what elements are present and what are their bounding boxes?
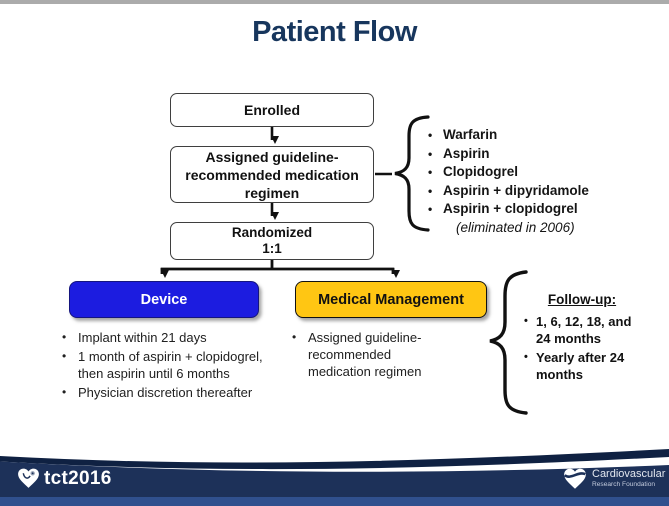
medication-item: • Clopidogrel xyxy=(428,163,589,182)
medication-note: (eliminated in 2006) xyxy=(456,219,575,235)
medical-bullet-text: Assigned guideline-recommended medicatio… xyxy=(308,330,422,379)
footer-main-band xyxy=(0,461,669,506)
medication-item: • Aspirin + dipyridamole xyxy=(428,182,589,201)
medical-bullet-list: • Assigned guideline-recommended medicat… xyxy=(292,329,462,382)
bullet-icon: • xyxy=(524,351,528,363)
randomized-box: Randomized 1:1 xyxy=(170,222,374,260)
followup-panel: Follow-up: • 1, 6, 12, 18, and 24 months… xyxy=(524,292,640,385)
tct-heart-icon xyxy=(18,468,39,488)
footer-ribbon-swoosh xyxy=(0,449,669,470)
bullet-icon: • xyxy=(62,330,67,344)
assigned-regimen-box: Assigned guideline-recommended medicatio… xyxy=(170,146,374,203)
device-bullet-text: 1 month of aspirin + clopidogrel, then a… xyxy=(78,349,263,381)
randomized-line1: Randomized xyxy=(231,225,313,240)
list-item: • Yearly after 24 months xyxy=(524,349,640,383)
list-item: • 1, 6, 12, 18, and 24 months xyxy=(524,313,640,347)
crf-heart-icon xyxy=(563,468,586,489)
device-bullet-list: • Implant within 21 days • 1 month of as… xyxy=(62,329,274,403)
followup-bullet-text: Yearly after 24 months xyxy=(536,350,625,382)
bullet-icon: • xyxy=(524,315,528,327)
medication-list: • Warfarin • Aspirin • Clopidogrel • Asp… xyxy=(428,126,589,237)
medical-management-arm-box: Medical Management xyxy=(295,281,487,318)
medication-text: Aspirin + clopidogrel xyxy=(443,201,578,216)
list-item: • Assigned guideline-recommended medicat… xyxy=(292,329,462,380)
bullet-icon: • xyxy=(292,330,297,344)
tct2016-logo: tct2016 xyxy=(16,466,112,491)
list-item: • Physician discretion thereafter xyxy=(62,384,274,401)
device-arm-box: Device xyxy=(69,281,259,318)
medication-brace xyxy=(394,115,430,232)
medication-text: Aspirin xyxy=(443,145,490,161)
tct2016-wordmark: tct2016 xyxy=(44,467,112,489)
crf-logo: Cardiovascular Research Foundation xyxy=(562,466,665,492)
bullet-icon: • xyxy=(428,165,433,179)
list-item: • 1 month of aspirin + clopidogrel, then… xyxy=(62,348,274,382)
page-title: Patient Flow xyxy=(252,16,417,48)
device-bullet-text: Implant within 21 days xyxy=(78,330,207,345)
footer-bottom-strip xyxy=(0,497,669,506)
crf-line2: Research Foundation xyxy=(592,481,656,489)
top-border xyxy=(0,0,669,4)
randomized-line2: 1:1 xyxy=(262,241,282,256)
bullet-icon: • xyxy=(428,128,433,142)
crf-logo-text: Cardiovascular Research Foundation xyxy=(592,469,665,489)
bullet-icon: • xyxy=(62,385,67,399)
split-line xyxy=(160,260,395,271)
footer-banner xyxy=(0,449,669,506)
device-bullet-text: Physician discretion thereafter xyxy=(78,385,253,400)
list-item: • Implant within 21 days xyxy=(62,329,274,346)
medication-item: • Warfarin xyxy=(428,126,589,145)
bullet-icon: • xyxy=(62,349,67,363)
followup-bullet-text: 1, 6, 12, 18, and 24 months xyxy=(536,314,632,346)
crf-line1: Cardiovascular xyxy=(592,468,666,481)
medication-text: Warfarin xyxy=(443,127,498,142)
medication-text: Aspirin + dipyridamole xyxy=(443,182,589,198)
bullet-icon: • xyxy=(428,146,433,161)
followup-heading: Follow-up: xyxy=(547,292,617,307)
enrolled-box: Enrolled xyxy=(170,93,374,127)
bullet-icon: • xyxy=(428,202,433,216)
medication-item: • Aspirin xyxy=(428,145,589,164)
medication-item: • Aspirin + clopidogrel xyxy=(428,200,589,219)
medication-text: Clopidogrel xyxy=(443,164,518,179)
bullet-icon: • xyxy=(428,183,433,198)
followup-brace xyxy=(489,270,528,415)
